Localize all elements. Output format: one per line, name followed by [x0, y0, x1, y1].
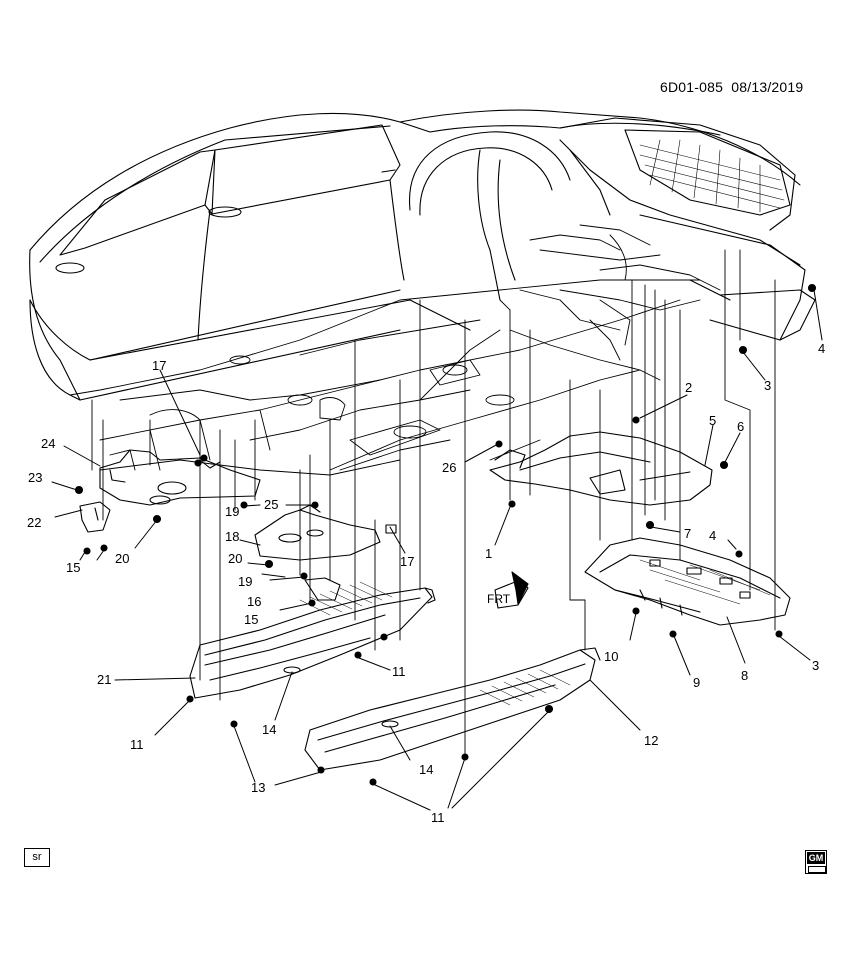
front-direction-arrow — [494, 571, 529, 609]
callout-label: 20 — [115, 551, 129, 566]
diagram-date: 08/13/2019 — [731, 79, 804, 95]
callout-label: 3 — [764, 378, 771, 393]
callout-leaders — [51, 289, 823, 811]
left-bracket-24 — [99, 449, 261, 506]
callout-label: 3 — [812, 658, 819, 673]
callout-label: 4 — [709, 528, 716, 543]
diagram-code: 6D01-085 — [660, 79, 724, 95]
leader-lines — [91, 249, 776, 761]
callout-label: 4 — [818, 341, 825, 356]
shield-5 — [489, 431, 713, 506]
callout-label: 22 — [27, 515, 41, 530]
callout-label: 21 — [97, 672, 111, 687]
callout-label: 24 — [41, 436, 55, 451]
callout-label: 12 — [644, 733, 658, 748]
callout-label: 20 — [228, 551, 242, 566]
callout-label: 7 — [684, 526, 691, 541]
sr-label: sr — [32, 851, 42, 863]
front-direction-label: FRT — [487, 592, 511, 606]
bracket-22 — [79, 501, 111, 533]
callout-label: 15 — [66, 560, 80, 575]
callout-label: 11 — [130, 737, 144, 752]
shield-21 — [189, 581, 436, 699]
callout-label: 1 — [485, 546, 492, 561]
skid-plate-8 — [584, 537, 791, 626]
callout-label: 11 — [392, 664, 406, 679]
fasteners — [74, 283, 817, 786]
shield-12 — [304, 647, 601, 771]
vehicle-body — [29, 109, 816, 401]
callout-label: 13 — [251, 780, 265, 795]
gm-logo-badge — [808, 866, 826, 873]
callout-label: 18 — [225, 529, 239, 544]
sr-label-box: sr — [24, 848, 50, 867]
underbody-floor — [69, 224, 721, 476]
callout-label: 9 — [693, 675, 700, 690]
callout-label: 5 — [709, 413, 716, 428]
callout-labels: 1 2 3 3 4 4 5 6 7 8 9 10 11 11 11 12 13 … — [27, 341, 825, 825]
callout-label: 14 — [419, 762, 433, 777]
panel-18 — [254, 504, 397, 561]
gm-logo-mark: GM — [807, 852, 825, 864]
callout-label: 16 — [247, 594, 261, 609]
bracket-16 — [304, 577, 341, 601]
callout-label: 17 — [152, 358, 166, 373]
callout-label: 17 — [400, 554, 414, 569]
callout-label: 14 — [262, 722, 276, 737]
callout-label: 2 — [685, 380, 692, 395]
gm-logo: GM — [805, 850, 827, 874]
callout-label: 19 — [238, 574, 252, 589]
callout-label: 23 — [28, 470, 42, 485]
callout-label: 11 — [431, 810, 445, 825]
callout-label: 26 — [442, 460, 456, 475]
callout-label: 15 — [244, 612, 258, 627]
callout-label: 25 — [264, 497, 278, 512]
diagram-header: 6D01-085 08/13/2019 — [660, 79, 803, 95]
callout-label: 6 — [737, 419, 744, 434]
callout-label: 8 — [741, 668, 748, 683]
callout-label: 10 — [604, 649, 618, 664]
callout-label: 19 — [225, 504, 239, 519]
